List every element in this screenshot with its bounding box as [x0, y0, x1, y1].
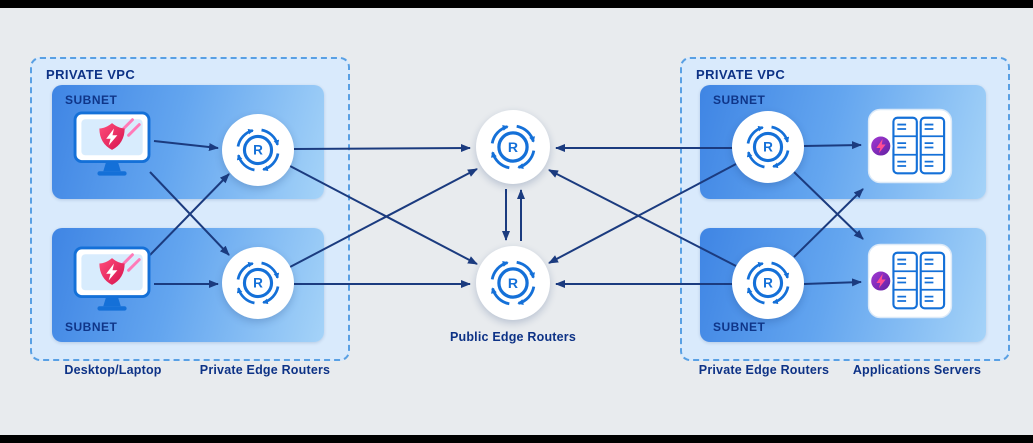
- left-subnet-top-label: SUBNET: [65, 93, 118, 107]
- left-subnet-bottom-label: SUBNET: [65, 320, 118, 334]
- desktop-laptop-icon: [72, 245, 154, 317]
- private-edge-router-icon: [732, 111, 804, 183]
- right-vpc-title: PRIVATE VPC: [696, 67, 786, 82]
- private-edge-router-icon: [222, 114, 294, 186]
- right-subnet-bottom-label: SUBNET: [713, 320, 766, 334]
- private-edge-router-icon: [732, 247, 804, 319]
- public-edge-router-icon: [476, 110, 550, 184]
- arrows-between-public-routers: [502, 189, 525, 241]
- caption-public-edge-routers: Public Edge Routers: [449, 330, 577, 344]
- bottom-border-bar: [0, 435, 1033, 443]
- caption-right-private-edge-routers: Private Edge Routers: [698, 363, 830, 377]
- caption-applications-servers: Applications Servers: [852, 363, 982, 377]
- public-edge-router-icon: [476, 246, 550, 320]
- top-border-bar: [0, 0, 1033, 8]
- caption-desktop-laptop: Desktop/Laptop: [64, 363, 162, 377]
- desktop-laptop-icon: [72, 110, 154, 182]
- caption-left-private-edge-routers: Private Edge Routers: [199, 363, 331, 377]
- right-subnet-top-label: SUBNET: [713, 93, 766, 107]
- left-vpc-title: PRIVATE VPC: [46, 67, 136, 82]
- application-server-icon: [866, 243, 954, 319]
- application-server-icon: [866, 108, 954, 184]
- private-edge-router-icon: [222, 247, 294, 319]
